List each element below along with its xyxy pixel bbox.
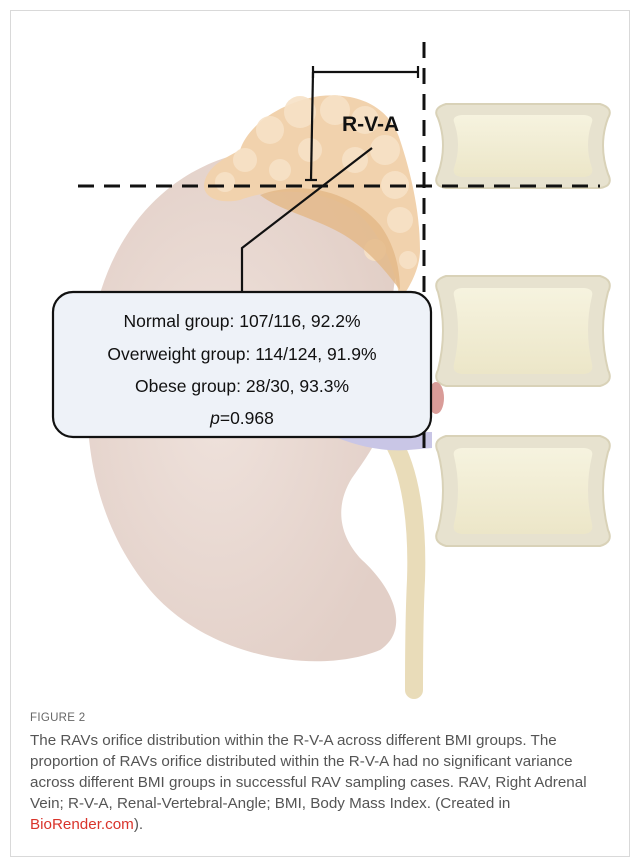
caption-body: The RAVs orifice distribution within the… (30, 732, 587, 812)
vertebra-top (436, 104, 610, 188)
figure-caption: FIGURE 2 The RAVs orifice distribution w… (30, 712, 620, 835)
caption-end: ). (134, 816, 143, 833)
figure-illustration: R-V-A Normal group: 107/116, 92.2% Overw… (0, 0, 640, 700)
p-value: =0.968 (220, 408, 274, 428)
biorender-link[interactable]: BioRender.com (30, 816, 134, 833)
vertebra-middle (436, 276, 610, 386)
stats-p-value: p=0.968 (209, 408, 274, 428)
p-symbol: p (209, 408, 220, 428)
vertebra-bottom (436, 436, 610, 546)
region-label: R-V-A (342, 113, 399, 136)
caption-text: The RAVs orifice distribution within the… (30, 730, 620, 835)
stats-normal-group: Normal group: 107/116, 92.2% (123, 311, 360, 331)
stats-obese-group: Obese group: 28/30, 93.3% (135, 376, 349, 396)
ureter (392, 440, 416, 690)
figure-label: FIGURE 2 (30, 712, 620, 724)
stats-overweight-group: Overweight group: 114/124, 91.9% (107, 344, 376, 364)
